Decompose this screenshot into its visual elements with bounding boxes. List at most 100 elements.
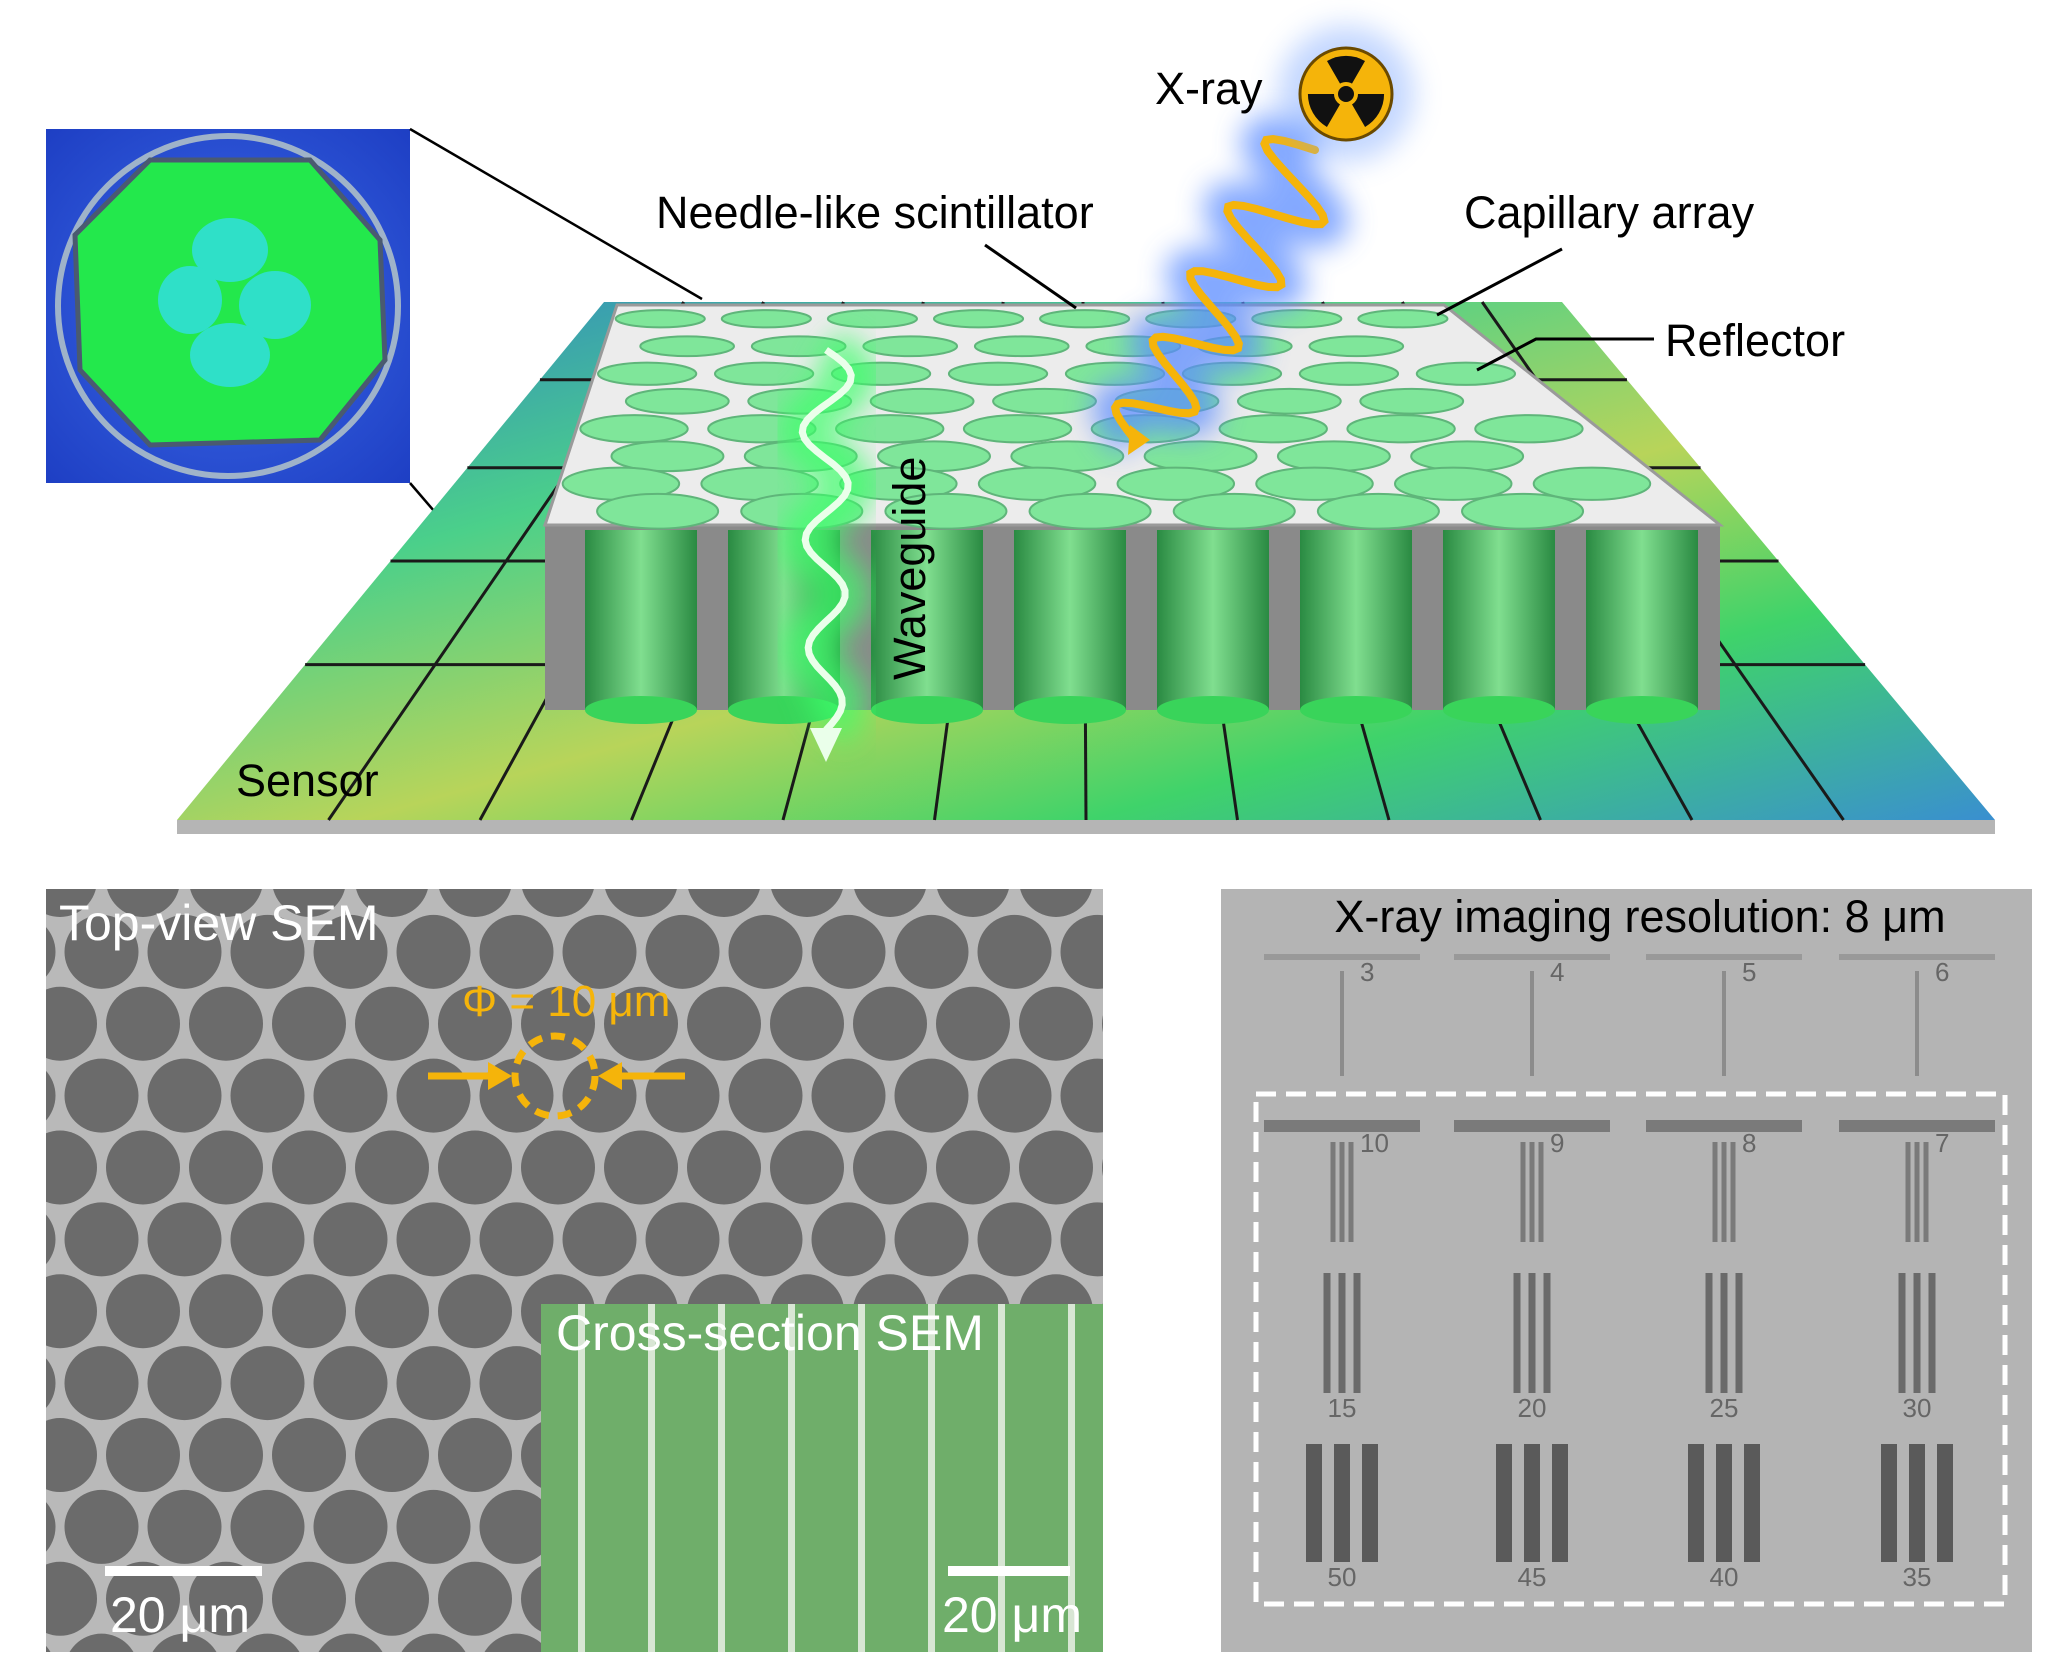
capillary-wall <box>648 1304 655 1652</box>
capillary-wall <box>858 1304 865 1652</box>
sem-pore <box>69 1633 134 1652</box>
group-number-label: 9 <box>1550 1128 1564 1158</box>
scintillator-needle <box>610 440 725 473</box>
scintillator-needle <box>1316 492 1440 530</box>
sem-pore <box>356 889 428 917</box>
sem-pore <box>688 889 760 917</box>
sem-pore <box>46 1502 56 1552</box>
sem-pore <box>396 914 471 989</box>
sem-pore <box>854 889 926 917</box>
inset-photo <box>46 129 410 483</box>
scintillator-needle <box>884 492 1008 530</box>
front-cylinder <box>871 530 983 710</box>
sem-pore <box>1060 1058 1103 1133</box>
sem-pore <box>479 1346 554 1421</box>
inset-leader-top <box>409 127 703 301</box>
sem-pore <box>645 914 720 989</box>
scintillator-needle <box>992 387 1097 415</box>
sem-pore <box>46 1274 97 1349</box>
xray-label: X-ray <box>1155 63 1263 114</box>
sem-pore <box>313 1489 388 1564</box>
sem-pore <box>894 1058 969 1133</box>
cylinder-base <box>1586 696 1698 724</box>
sem-pore <box>64 1202 139 1277</box>
sem-pore <box>355 1561 429 1636</box>
capillary-wall <box>788 1304 795 1652</box>
capillary-wall <box>578 1304 585 1652</box>
sem-pore <box>1144 915 1218 989</box>
scintillator-needle <box>1474 414 1584 444</box>
sem-pore <box>1144 1202 1218 1276</box>
resolution-bar <box>1744 1444 1760 1562</box>
sem-pore <box>1102 1302 1103 1320</box>
sem-pore <box>438 1418 512 1493</box>
resolution-bar <box>1528 1273 1536 1393</box>
resolution-bar <box>1348 1142 1354 1242</box>
sem-pore <box>64 1058 139 1133</box>
horizontal-bar <box>1264 954 1420 960</box>
sem-pore <box>272 1418 346 1493</box>
sem-pore <box>106 1130 180 1205</box>
sem-pore <box>522 889 594 917</box>
sem-pore <box>937 889 1009 917</box>
capillary-label: Capillary array <box>1464 187 1755 238</box>
waveguide-wave <box>798 347 855 733</box>
scintillator-needle <box>1116 466 1236 501</box>
cross-section-sem-panel <box>541 1304 1103 1652</box>
scintillator-needle <box>1143 440 1258 473</box>
sem-pore <box>1102 1159 1103 1177</box>
scintillator-needle <box>869 387 975 415</box>
front-cylinder <box>585 530 697 710</box>
front-cylinders <box>585 530 1698 724</box>
scintillator-needle <box>862 335 959 358</box>
sem-pore <box>355 1274 429 1349</box>
resolution-bar <box>1323 1273 1331 1393</box>
scintillator-needle <box>1255 466 1374 501</box>
clover-pattern <box>158 218 311 387</box>
scintillator-needle <box>1010 440 1125 473</box>
sem-pore <box>604 1130 678 1205</box>
sem-pore <box>853 1130 927 1205</box>
sem-pore <box>273 889 345 917</box>
scintillator-needle <box>1410 440 1525 473</box>
sem-pore <box>1144 1346 1218 1420</box>
sem-pore <box>313 1346 388 1421</box>
capillary-wall <box>998 1304 1005 1652</box>
scintillator-needle <box>1393 466 1513 501</box>
group-number-label: 15 <box>1328 1393 1357 1423</box>
cylinder-base <box>1014 696 1126 724</box>
diameter-label: Φ = 10 μm <box>462 977 670 1026</box>
scintillator-label: Needle-like scintillator <box>656 187 1094 238</box>
horizontal-bar <box>1646 954 1802 960</box>
sem-pore <box>1144 1490 1218 1564</box>
scintillator-needle <box>720 309 812 329</box>
front-cylinder <box>1157 530 1269 710</box>
sem-pore <box>1102 1015 1103 1033</box>
sem-pore <box>687 986 761 1061</box>
sensor-label: Sensor <box>236 755 379 806</box>
scintillator-needle <box>835 414 945 444</box>
sensor-edge <box>177 820 1995 834</box>
group-number-label: 25 <box>1710 1393 1739 1423</box>
resolution-bar <box>1881 1444 1897 1562</box>
sem-pore <box>147 1058 222 1133</box>
sem-pore <box>272 1561 346 1636</box>
sem-pore <box>190 889 262 917</box>
scintillator-needle <box>596 492 720 530</box>
sem-pore <box>0 843 14 917</box>
scintillator-needle <box>597 361 698 386</box>
sem-pore <box>230 1058 305 1133</box>
resolution-bar <box>1552 1444 1568 1562</box>
capillary-wall <box>1068 1304 1075 1652</box>
reflector-leader <box>1476 337 1654 372</box>
resolution-bar <box>1722 971 1726 1076</box>
waveguide-arrow-head <box>810 728 842 762</box>
sem-pore <box>977 1058 1052 1133</box>
scintillator-needle <box>977 466 1097 501</box>
resolution-bar <box>1712 1142 1718 1242</box>
cylinder-base <box>1300 696 1412 724</box>
sem-pore <box>687 1130 761 1205</box>
sem-pore <box>230 914 305 989</box>
cylinder-base <box>1157 696 1269 724</box>
group-number-label: 45 <box>1518 1562 1547 1592</box>
